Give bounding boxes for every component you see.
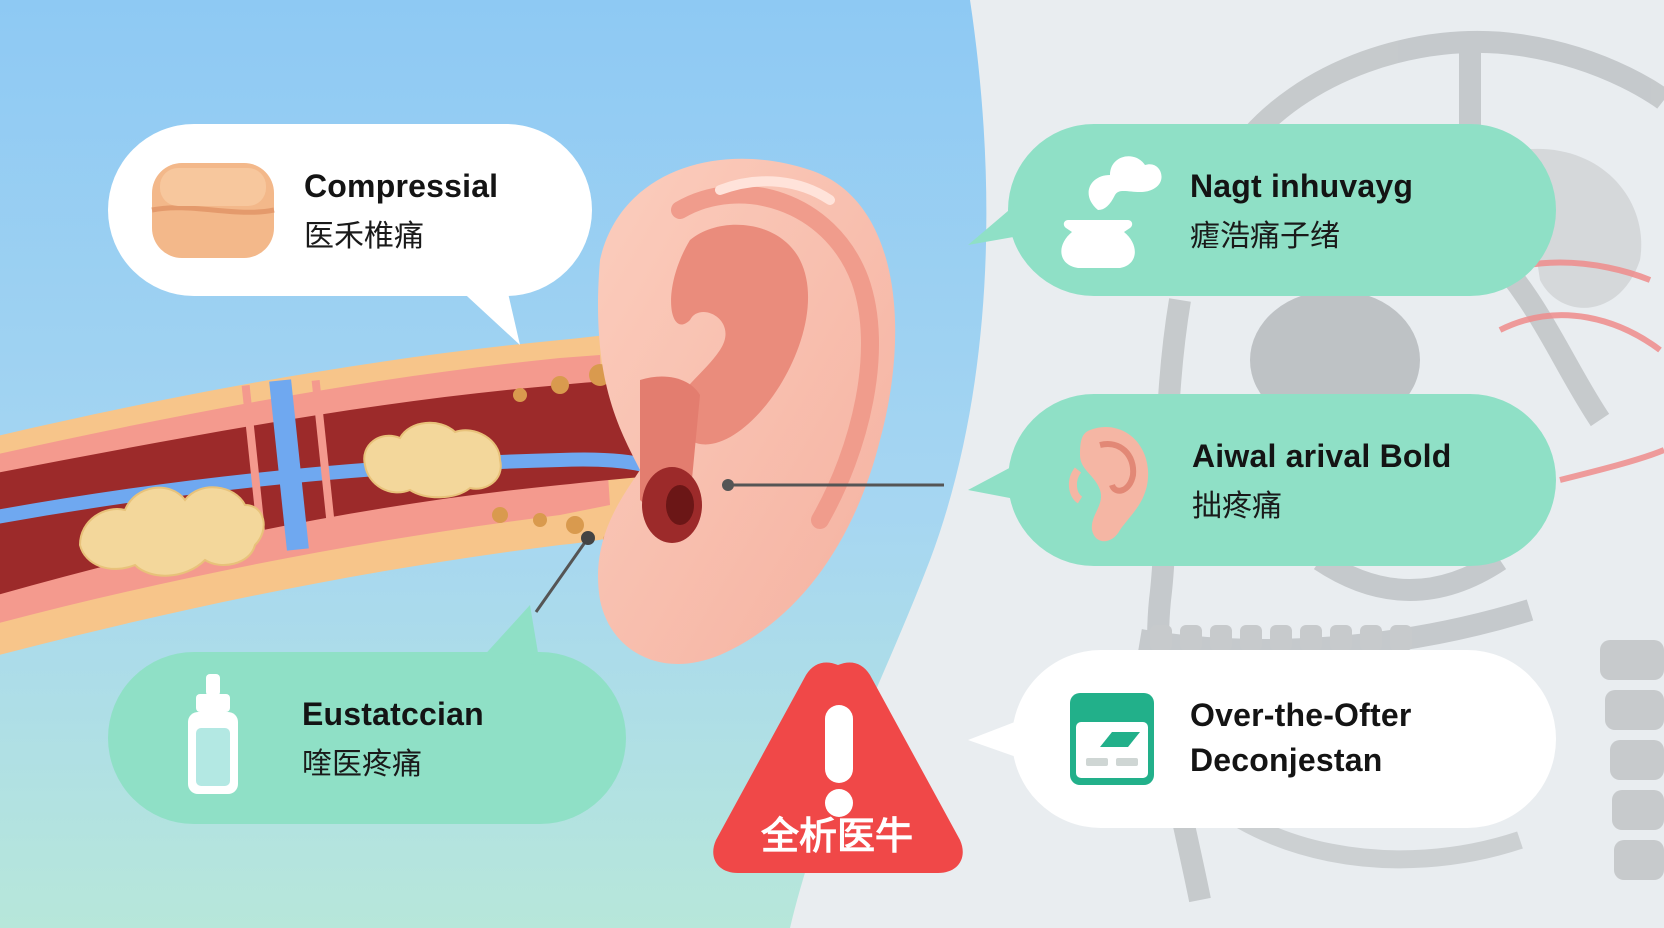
warm-compress-pad-icon bbox=[151, 163, 275, 258]
skull-teeth bbox=[1150, 625, 1412, 651]
callout-bubble-ear bbox=[968, 394, 1556, 566]
canal-pointer-dot bbox=[581, 531, 595, 545]
callout-nasal-title: Nagt inhuvayg bbox=[1190, 168, 1414, 204]
callout-eustachian-title: Eustatccian bbox=[302, 696, 484, 732]
callout-ear-subtitle: 拙疼痛 bbox=[1192, 490, 1282, 523]
callout-decongestant-title: Over-the-Ofter bbox=[1190, 697, 1412, 733]
canal-pointer-line bbox=[534, 537, 590, 613]
callout-ear-title: Aiwal arival Bold bbox=[1192, 438, 1452, 474]
nasal-spray-bottle-icon bbox=[188, 674, 238, 794]
steam-inhaler-icon bbox=[1061, 156, 1162, 268]
ear-icon bbox=[1069, 426, 1149, 542]
callout-compress-title: Compressial bbox=[304, 168, 499, 204]
callout-nasal: Nagt inhuvayg 瘧浩痛子绪 bbox=[1190, 168, 1413, 255]
callout-compress-subtitle: 医禾椎痛 bbox=[304, 220, 424, 253]
warning-triangle-icon bbox=[713, 662, 963, 873]
callout-decongestant: Over-the-Ofter Deconjestan bbox=[1190, 697, 1412, 779]
callout-eustachian: Eustatccian 喹医疼痛 bbox=[302, 696, 484, 783]
callout-decongestant-subtitle: Deconjestan bbox=[1190, 742, 1383, 778]
callout-ear: Aiwal arival Bold 拙疼痛 bbox=[1192, 438, 1451, 525]
warning-label: 全析医牛 bbox=[760, 816, 913, 858]
ear-pointer-dot bbox=[722, 479, 734, 491]
skull-spine bbox=[1600, 640, 1664, 880]
outer-ear bbox=[598, 158, 896, 664]
callout-eustachian-subtitle: 喹医疼痛 bbox=[302, 748, 422, 781]
earwax-blockage bbox=[78, 421, 502, 577]
callout-compress: Compressial 医禾椎痛 bbox=[304, 168, 498, 255]
medicine-box-icon bbox=[1070, 693, 1154, 785]
callout-nasal-subtitle: 瘧浩痛子绪 bbox=[1190, 220, 1340, 253]
